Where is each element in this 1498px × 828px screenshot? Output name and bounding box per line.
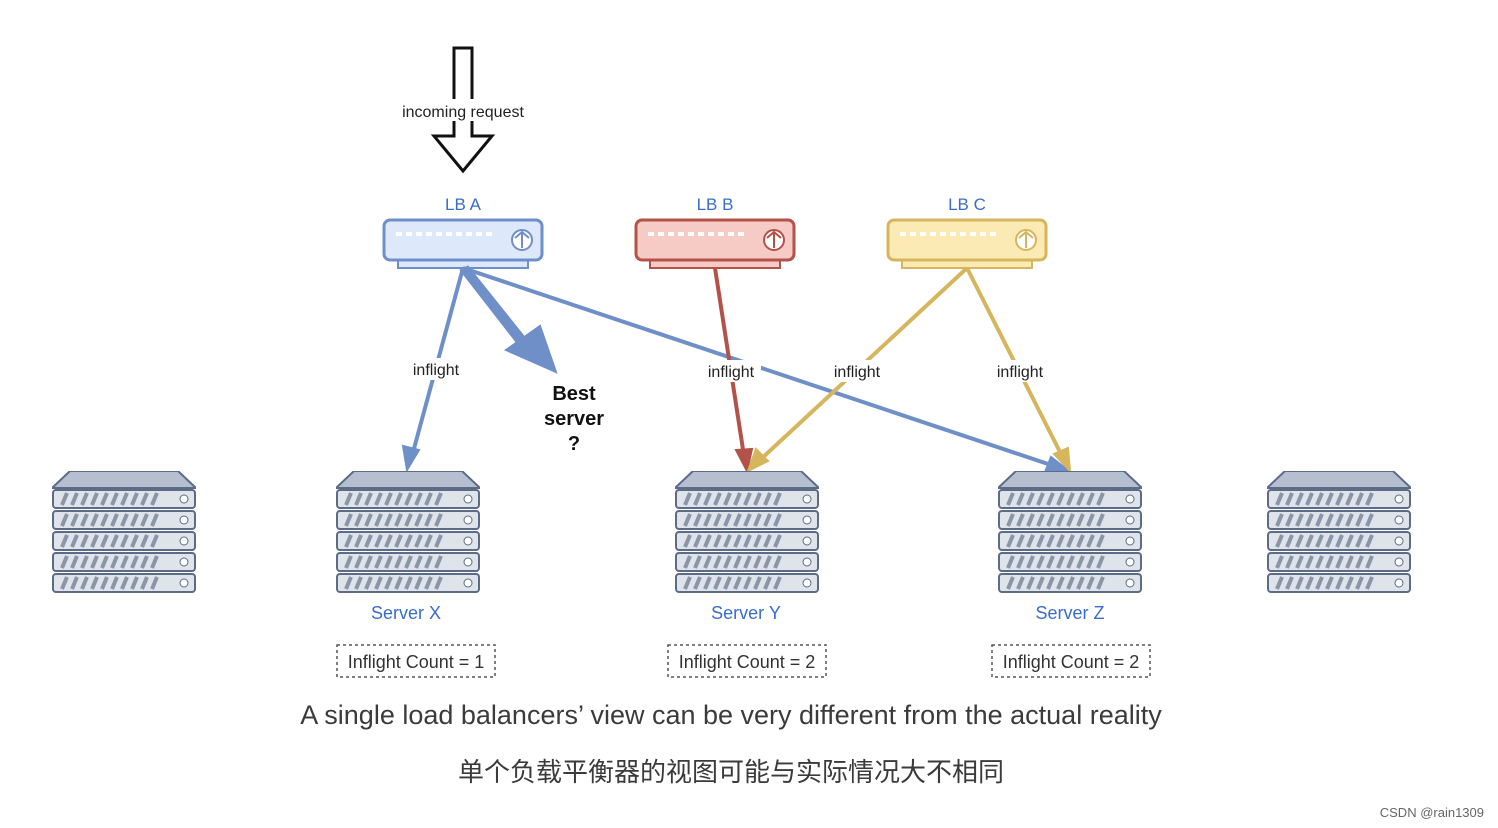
server-z-stack xyxy=(998,471,1142,593)
lb-c-label: LB C xyxy=(948,195,986,214)
server-x-count: Inflight Count = 1 xyxy=(348,652,485,672)
edge-label-c-y: inflight xyxy=(834,364,881,381)
server-y-label: Server Y xyxy=(711,603,781,623)
incoming-request-label: incoming request xyxy=(402,104,524,121)
incoming-request-arrow xyxy=(392,46,534,174)
best-server-line2: server xyxy=(544,408,604,430)
edge-label-b-y: inflight xyxy=(708,364,755,381)
server-x-stack xyxy=(336,471,480,593)
server-stack-unlabeled-left xyxy=(52,471,196,593)
server-x-label: Server X xyxy=(371,603,441,623)
watermark: CSDN @rain1309 xyxy=(1379,805,1484,820)
lb-b-label: LB B xyxy=(697,195,734,214)
best-server-line3: ? xyxy=(568,433,580,455)
best-server-arrow xyxy=(459,265,558,374)
server-z-count-box xyxy=(991,644,1151,678)
lb-a-device xyxy=(382,218,544,269)
server-z-label: Server Z xyxy=(1035,603,1104,623)
server-stack-unlabeled-right xyxy=(1267,471,1411,593)
lb-c-device xyxy=(886,218,1048,269)
server-x-count-box xyxy=(336,644,496,678)
caption-chinese: 单个负载平衡器的视图可能与实际情况大不相同 xyxy=(457,758,1004,788)
server-y-count-box xyxy=(667,644,827,678)
lb-b-device xyxy=(634,218,796,269)
server-y-stack xyxy=(675,471,819,593)
edge-label-a-x: inflight xyxy=(413,362,460,379)
server-z-count: Inflight Count = 2 xyxy=(1003,652,1140,672)
lb-a-label: LB A xyxy=(445,195,482,214)
best-server-line1: Best xyxy=(552,383,596,405)
caption-english: A single load balancers’ view can be ver… xyxy=(300,700,1162,730)
edge-label-c-z: inflight xyxy=(997,364,1044,381)
server-y-count: Inflight Count = 2 xyxy=(679,652,816,672)
